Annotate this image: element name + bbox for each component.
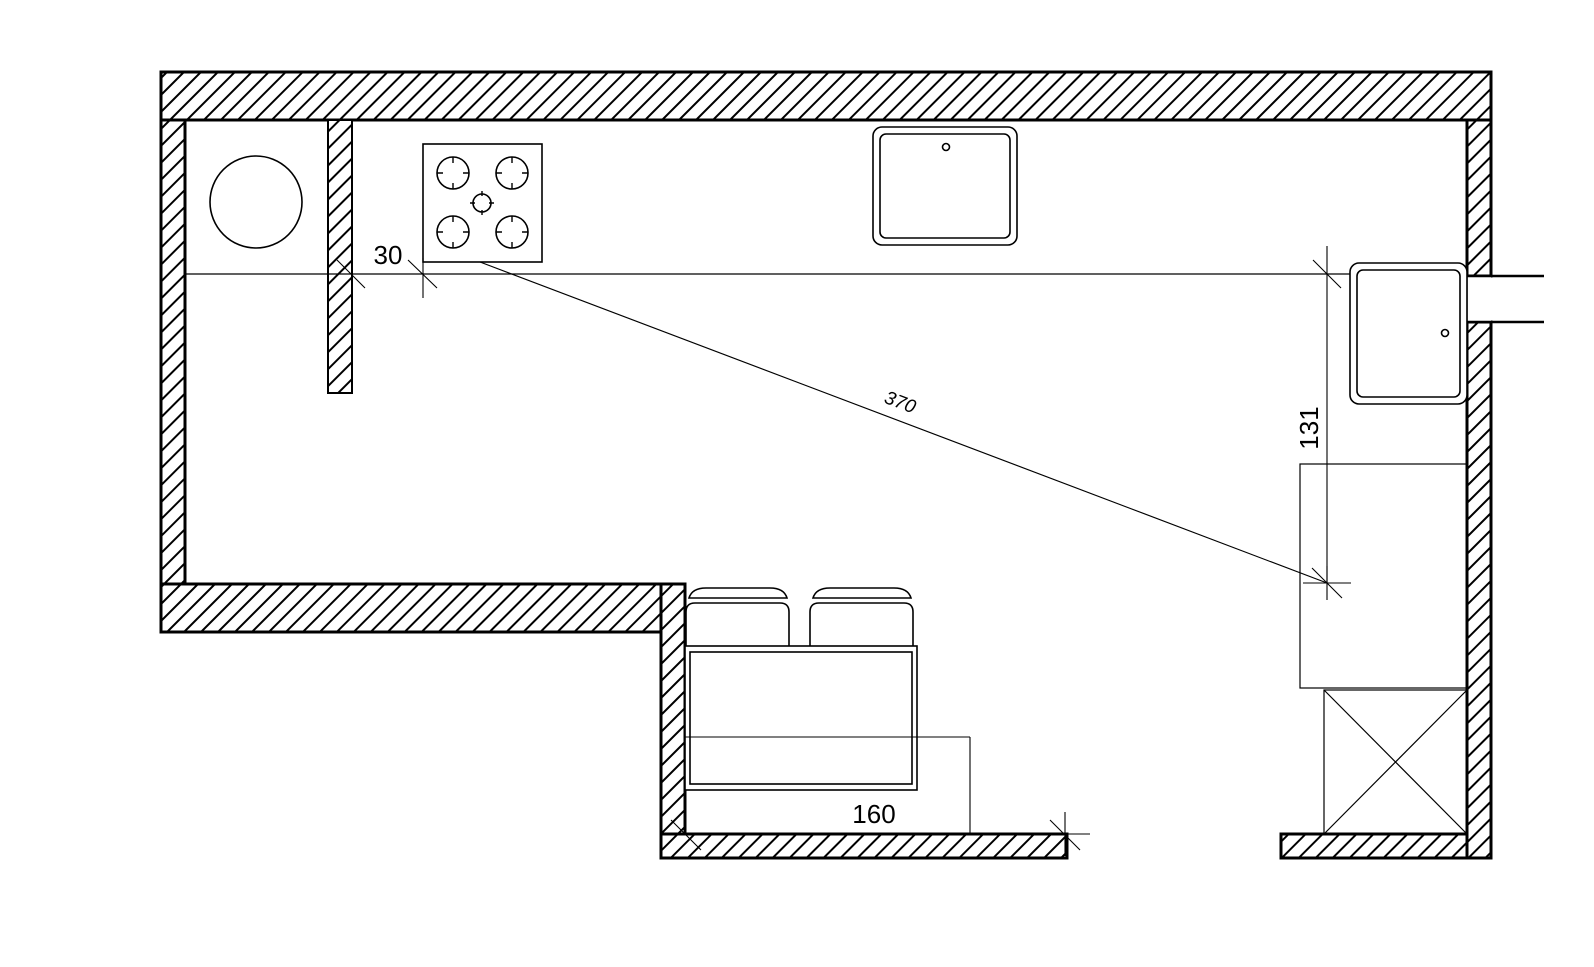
dimension-label-370: 370 [881, 387, 918, 418]
sink-side [1349, 262, 1468, 405]
burner-icon [436, 156, 529, 249]
dimension-label-160: 160 [852, 799, 895, 829]
table-top [689, 651, 913, 785]
wall-middle-bottom [159, 582, 687, 634]
wall-right-upper [1465, 118, 1493, 278]
chair-icon [809, 587, 914, 646]
drain-icon [941, 142, 951, 152]
dimension-label-30: 30 [374, 240, 403, 270]
wall-top [159, 70, 1493, 122]
duct [1466, 274, 1544, 324]
drain-icon [1440, 328, 1450, 338]
dimension-160: 160 [670, 736, 1090, 856]
chair-icon [685, 587, 790, 646]
walls [159, 70, 1493, 860]
round-appliance [209, 155, 303, 249]
wall-alcove-left [659, 582, 687, 860]
crossed-box [1323, 689, 1468, 835]
dimension-30: 30 [336, 240, 438, 298]
dimension-131: 131 [1294, 246, 1342, 583]
fridge-outline [1299, 463, 1468, 689]
wall-bottom-right [1279, 832, 1493, 860]
wall-bottom-left [659, 832, 1069, 860]
dimension-label-131: 131 [1294, 406, 1324, 449]
sink-main [872, 126, 1018, 246]
wall-right-lower [1465, 320, 1493, 860]
hob [422, 143, 543, 263]
partition-wall [327, 119, 353, 394]
dining-set [684, 587, 918, 791]
wall-left [159, 118, 187, 634]
dimension-370: 370 [479, 261, 1351, 600]
